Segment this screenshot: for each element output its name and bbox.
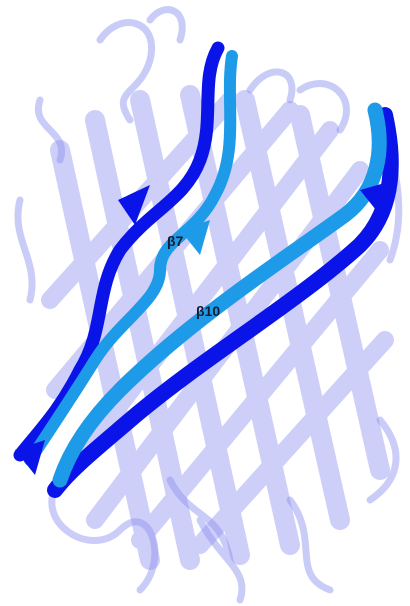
strand-label-beta7: β7 <box>167 233 184 249</box>
barrel-strand <box>131 241 389 549</box>
barrel-strand <box>180 85 300 555</box>
loop <box>34 96 66 164</box>
barrel-loops <box>14 6 403 604</box>
loop <box>146 6 186 44</box>
barrel-strand <box>235 90 350 530</box>
loop <box>14 196 36 304</box>
loop <box>296 80 350 134</box>
loop <box>166 476 234 564</box>
beta-strand-light-right <box>52 102 387 488</box>
strand-arrowhead <box>180 220 210 255</box>
barrel-strand <box>191 331 394 554</box>
strand-arrowhead <box>15 440 45 475</box>
barrel-strand <box>290 105 390 480</box>
loop <box>96 19 156 124</box>
loop <box>286 496 334 594</box>
loop <box>246 68 296 104</box>
strand-arrowhead <box>360 180 395 215</box>
loop <box>196 516 246 604</box>
strand-arrowhead <box>118 185 150 225</box>
strand-label-beta10: β10 <box>196 303 221 319</box>
barrel-strand <box>85 110 200 570</box>
barrel-strands-background <box>41 85 394 570</box>
barrel-strand <box>61 121 339 479</box>
loop <box>48 476 159 594</box>
beta-strand-light-left <box>24 50 238 466</box>
loop <box>366 416 400 504</box>
